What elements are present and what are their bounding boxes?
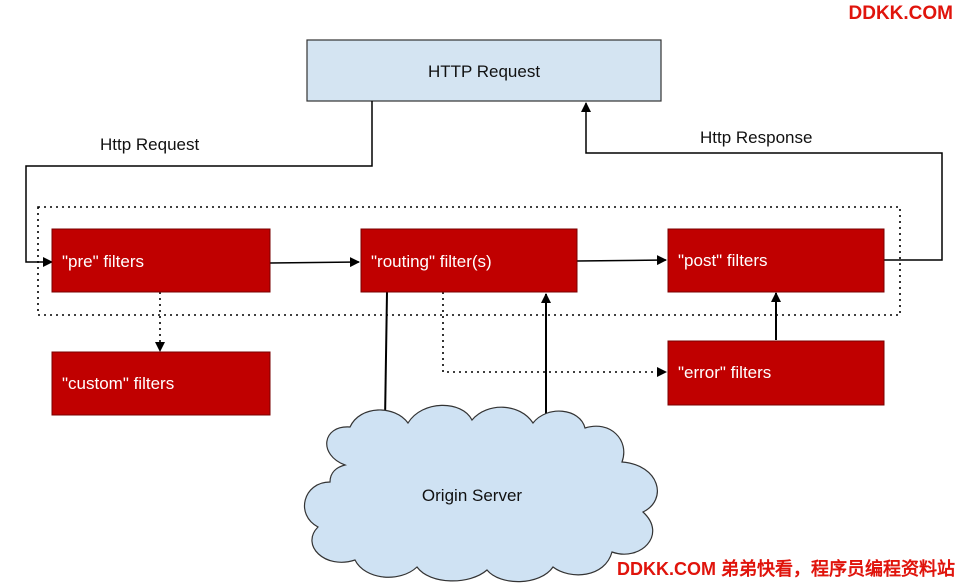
routing-filters-box — [360, 228, 578, 293]
routing-to-error-edge — [442, 292, 667, 377]
response-edge — [581, 102, 943, 261]
custom-filters-node: "custom" filters — [51, 351, 271, 416]
post-filters-label: "post" filters — [678, 251, 768, 270]
watermark-bottom: DDKK.COM 弟弟快看，程序员编程资料站 — [617, 559, 955, 579]
post-filters-box — [667, 228, 885, 293]
routing-to-origin-edge — [380, 291, 391, 422]
origin-server-node: Origin Server — [303, 404, 658, 583]
pre-to-routing-edge — [269, 257, 360, 268]
error-filters-box — [667, 340, 885, 406]
error-filters-node: "error" filters — [667, 340, 885, 406]
pre-filters-node: "pre" filters — [51, 228, 271, 293]
request-edge-label: Http Request — [100, 135, 199, 154]
pre-filters-box — [51, 228, 271, 293]
custom-filters-box — [51, 351, 271, 416]
custom-filters-label: "custom" filters — [62, 374, 174, 393]
http-request-box — [306, 39, 662, 102]
http-request-node: HTTP Request — [306, 39, 662, 102]
post-filters-node: "post" filters — [667, 228, 885, 293]
request-edge — [25, 101, 373, 267]
watermark-top: DDKK.COM — [848, 3, 954, 24]
routing-filters-node: "routing" filter(s) — [360, 228, 578, 293]
pre-filters-label: "pre" filters — [62, 252, 144, 271]
http-request-label: HTTP Request — [428, 62, 540, 81]
error-filters-label: "error" filters — [678, 363, 771, 382]
response-edge-label: Http Response — [700, 128, 812, 147]
routing-filters-label: "routing" filter(s) — [371, 252, 492, 271]
routing-to-post-edge — [576, 255, 667, 266]
filter-pipeline-boundary — [37, 206, 901, 316]
origin-server-cloud — [303, 404, 658, 583]
origin-server-label: Origin Server — [422, 486, 522, 505]
